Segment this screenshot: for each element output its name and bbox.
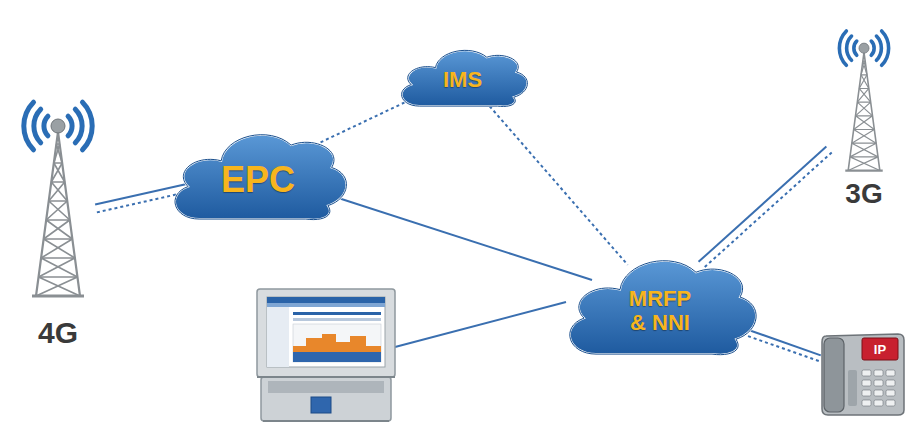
- cloud-node: MRFP & NNI: [560, 240, 760, 364]
- solid-link: [321, 192, 592, 280]
- dotted-link: [321, 97, 417, 143]
- dotted-link: [482, 97, 628, 265]
- test-laptop: [257, 289, 395, 421]
- dotted-link: [704, 153, 832, 268]
- cloud-label: MRFP & NNI: [623, 287, 697, 333]
- solid-link: [699, 147, 827, 262]
- cloud-node: IMS: [395, 38, 530, 112]
- phone-node: IP: [818, 330, 906, 416]
- network-generation-label: 3G: [818, 180, 910, 208]
- ip-phone-icon: [818, 330, 906, 416]
- tower-node: 3G: [818, 28, 910, 208]
- network-generation-label: 4G: [8, 318, 108, 348]
- tower-symbol: [8, 86, 108, 310]
- tower-node: 4G: [8, 86, 108, 348]
- cloud-label: EPC: [221, 161, 295, 199]
- tower-symbol: [818, 28, 910, 172]
- phone-screen-label: IP: [862, 338, 898, 360]
- cloud-label: IMS: [443, 68, 482, 91]
- laptop-link-line: [395, 302, 566, 347]
- cloud-node: EPC: [166, 116, 350, 228]
